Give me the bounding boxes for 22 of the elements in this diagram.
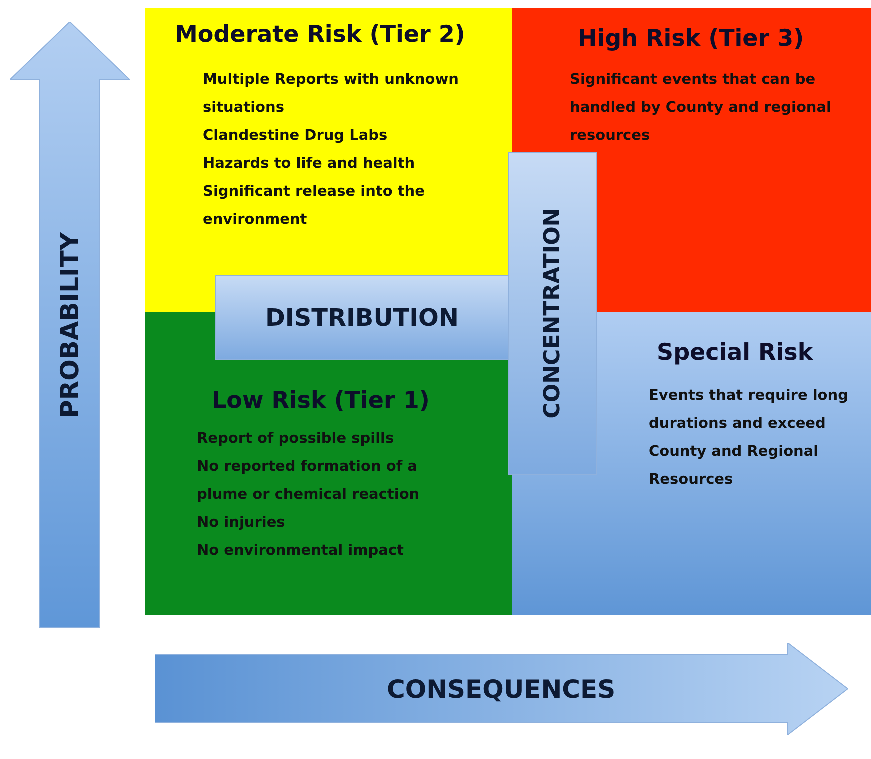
concentration-bar bbox=[508, 152, 597, 475]
axis-label: CONSEQUENCES bbox=[387, 674, 616, 704]
risk-criterion: Clandestine Drug Labs bbox=[203, 127, 389, 146]
quadrant-title: Moderate Risk (Tier 2) bbox=[175, 22, 466, 48]
axis-label: PROBABILITY bbox=[56, 232, 84, 418]
risk-criterion: Events that require long durations and exceed County and Regional Resources bbox=[649, 387, 850, 490]
consequences-arrow bbox=[155, 643, 848, 735]
axis-label: CONCENTRATION bbox=[540, 208, 566, 419]
quadrant-title: Low Risk (Tier 1) bbox=[212, 388, 430, 414]
risk-criterion: Hazards to life and health bbox=[203, 155, 416, 174]
quadrant-title: Special Risk bbox=[657, 340, 814, 366]
risk-criterion: No injuries bbox=[197, 514, 286, 533]
risk-criterion: Significant release into the environment bbox=[203, 183, 426, 230]
quadrant-title: High Risk (Tier 3) bbox=[578, 26, 804, 52]
probability-arrow bbox=[10, 22, 130, 628]
risk-criterion: No environmental impact bbox=[197, 542, 405, 561]
risk-criterion: Significant events that can be handled by County and regional resources bbox=[570, 71, 833, 146]
risk-criterion: No reported formation of a plume or chemical reaction bbox=[197, 458, 421, 505]
risk-criterion: Report of possible spills bbox=[197, 430, 396, 449]
axis-label: DISTRIBUTION bbox=[266, 304, 459, 332]
distribution-bar bbox=[215, 275, 510, 360]
risk-criterion: Multiple Reports with unknown situations bbox=[203, 71, 460, 118]
